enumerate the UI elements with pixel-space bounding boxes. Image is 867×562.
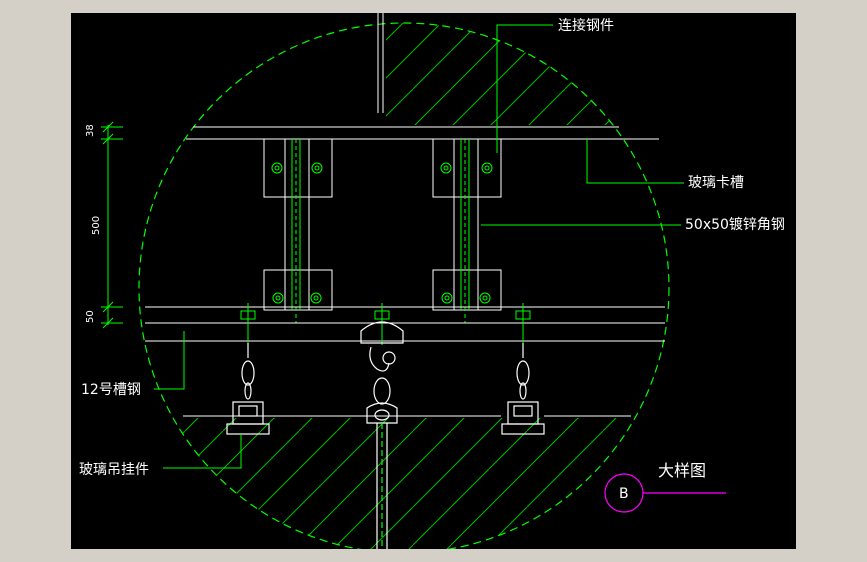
detail-title: 大样图 — [658, 461, 706, 480]
label-glass-hanger: 玻璃吊挂件 — [79, 461, 149, 478]
leader-glass-hanger — [163, 434, 242, 469]
dimension-chain — [101, 121, 123, 329]
detail-boundary-circle — [138, 22, 670, 549]
upper-wall-mask — [186, 125, 669, 145]
label-connect-steel: 连接钢件 — [558, 17, 614, 34]
cad-viewport[interactable]: 38 500 50 连接钢件 玻璃卡槽 50x50镀锌角钢 12号槽钢 玻璃吊挂… — [71, 13, 796, 549]
dim-bottom-value: 50 — [85, 310, 96, 323]
center-hook-assembly — [360, 321, 404, 549]
leader-channel-steel — [154, 331, 185, 390]
right-angle-assembly — [432, 138, 502, 323]
leader-lines — [154, 24, 684, 469]
detail-marker-letter: B — [619, 486, 629, 502]
top-rod — [377, 13, 384, 113]
detail-drawing: 38 500 50 连接钢件 玻璃卡槽 50x50镀锌角钢 12号槽钢 玻璃吊挂… — [79, 13, 785, 549]
dim-middle-value: 500 — [91, 216, 102, 235]
label-angle-steel: 50x50镀锌角钢 — [685, 216, 785, 233]
label-glass-slot: 玻璃卡槽 — [688, 174, 744, 191]
dim-top-value: 38 — [85, 124, 96, 137]
label-channel-steel: 12号槽钢 — [81, 382, 141, 398]
lower-wall-hatch — [181, 418, 669, 549]
detail-marker: B 大样图 — [604, 461, 726, 513]
leader-connect-steel — [496, 24, 553, 153]
channel-steel — [145, 306, 665, 342]
leader-glass-slot — [586, 139, 684, 184]
channel-bolts — [240, 303, 531, 345]
left-angle-assembly — [263, 138, 333, 323]
right-hanger — [501, 343, 545, 435]
